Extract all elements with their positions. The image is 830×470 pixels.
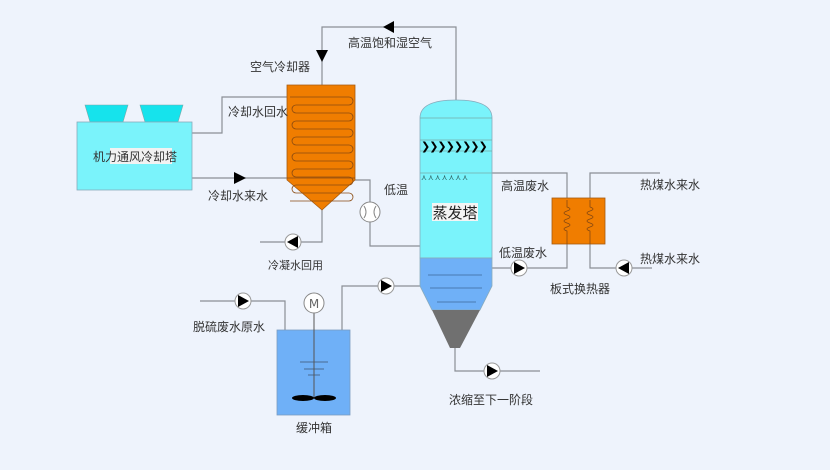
demister-icon: ❯❯❯❯❯❯❯❯ <box>421 140 487 153</box>
agitator-blade <box>314 395 336 401</box>
heat-supply-label-2: 热煤水来水 <box>640 252 700 266</box>
cooling-tower-label: 机力通风冷却塔 <box>93 150 177 164</box>
hot-waste-label: 高温废水 <box>501 178 549 193</box>
cooling-return-label: 冷却水回水 <box>228 105 288 119</box>
pump-icon <box>615 259 633 277</box>
flow-arrow-right <box>234 172 246 184</box>
evaporator-label: 蒸发塔 <box>432 204 477 222</box>
motor-icon: M <box>303 292 325 314</box>
raw-water-label: 脱硫废水原水 <box>193 319 265 334</box>
pump-icon <box>234 292 252 310</box>
air-cooler <box>286 84 356 211</box>
evaporation-tower: ❯❯❯❯❯❯❯❯ ⋏⋏⋏⋏⋏⋏⋏ 蒸发塔 <box>419 99 493 348</box>
flow-arrow-down <box>316 50 328 62</box>
pump-icon <box>483 362 501 380</box>
buffer-tank: M <box>276 292 351 416</box>
cold-waste-label: 低温废水 <box>499 245 547 260</box>
flow-arrow-left <box>383 21 394 33</box>
hot-humid-air-label: 高温饱和湿空气 <box>348 35 432 50</box>
cooling-tower: 机力通风冷却塔 <box>76 104 193 191</box>
cooling-supply-label: 冷却水来水 <box>208 189 268 203</box>
heat-supply-label-1: 热煤水来水 <box>640 178 700 192</box>
next-stage-label: 浓缩至下一阶段 <box>449 392 533 407</box>
low-temp-label: 低温 <box>384 183 408 197</box>
pump-icon <box>377 277 395 295</box>
pump-icon <box>510 259 528 277</box>
spray-nozzle-icon: ⋏⋏⋏⋏⋏⋏⋏ <box>421 173 469 182</box>
agitator-blade <box>292 395 314 401</box>
plate-heat-exchanger <box>551 197 606 245</box>
plate-exchanger-label: 板式换热器 <box>550 282 610 296</box>
condensate-label: 冷凝水回用 <box>268 258 323 272</box>
pump-icon <box>284 233 302 251</box>
svg-text:M: M <box>309 297 319 311</box>
air-cooler-label: 空气冷却器 <box>250 59 310 74</box>
buffer-tank-label: 缓冲箱 <box>296 420 332 435</box>
fan-icon <box>359 201 381 223</box>
